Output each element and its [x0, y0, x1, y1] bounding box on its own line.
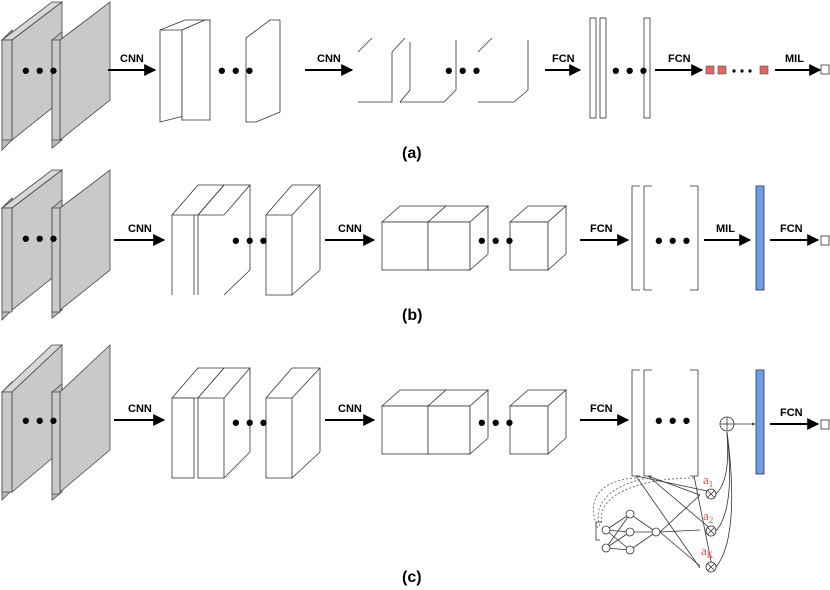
fcn-vectors-b: • • •: [631, 185, 699, 291]
feature-maps-b1: • • •: [171, 184, 321, 296]
instance-score-box: [717, 65, 727, 75]
ellipsis-b1: • • •: [232, 228, 267, 253]
attention-weight-2: a2: [703, 508, 713, 525]
ellipsis-input-a: • • •: [22, 58, 57, 83]
label-fcn-b: FCN: [590, 223, 613, 235]
label-fcn-b2: FCN: [780, 223, 803, 235]
multiplier-k: [705, 561, 717, 573]
instance-score-box: [705, 65, 715, 75]
attention-weight-k: aK: [701, 543, 714, 560]
label-cnn-c2: CNN: [338, 403, 362, 415]
caption-c: (c): [402, 569, 422, 586]
caption-a: (a): [402, 145, 422, 162]
output-box-b: [820, 235, 830, 246]
attention-weight-1: a1: [703, 472, 713, 489]
ellipsis-input-b: • • •: [22, 226, 57, 251]
ellipsis-a1: • • •: [218, 58, 253, 83]
ellipsis-b2: • • •: [478, 228, 513, 253]
label-mil-a: MIL: [785, 53, 804, 65]
output-box-c: [820, 419, 830, 430]
input-images-c: • • •: [0, 344, 111, 501]
label-fcn-a1: FCN: [552, 53, 575, 65]
feature-maps-c2: • • •: [380, 389, 568, 455]
feature-maps-b2: • • •: [380, 205, 568, 271]
caption-b: (b): [402, 307, 422, 324]
input-images-a: • • •: [0, 1, 111, 151]
ellipsis-a2: • • •: [445, 58, 480, 83]
ellipsis-b3: • • •: [655, 228, 690, 253]
fcn-vectors-a: • • •: [589, 17, 651, 119]
label-cnn-a1: CNN: [120, 53, 144, 65]
label-fcn-c2: FCN: [780, 407, 803, 419]
ellipsis-a3: • • •: [612, 58, 647, 83]
ellipsis-input-c: • • •: [22, 408, 57, 433]
row-b: • • • CNN • • • CNN • • •: [0, 169, 830, 324]
instance-score-box: [759, 65, 769, 75]
multiplier-2: [705, 525, 717, 537]
label-fcn-a2: FCN: [668, 53, 691, 65]
label-cnn-b1: CNN: [128, 223, 152, 235]
attention-module: a1 a2 aK: [593, 431, 733, 573]
instance-scores-a: [705, 65, 769, 75]
row-c: • • • CNN • • • CNN • • •: [0, 344, 830, 586]
label-cnn-a2: CNN: [317, 53, 341, 65]
bag-vector-b: [755, 185, 765, 291]
label-fcn-c: FCN: [590, 403, 613, 415]
feature-maps-a1: • • •: [159, 19, 281, 123]
label-cnn-c1: CNN: [128, 403, 152, 415]
ellipsis-c1: • • •: [232, 410, 267, 435]
ellipsis-c2: • • •: [478, 410, 513, 435]
feature-maps-c1: • • •: [171, 367, 321, 479]
row-a: • • • CNN • • • CNN • • • FCN: [0, 1, 830, 162]
input-images-b: • • •: [0, 169, 111, 321]
output-box-a: [820, 64, 830, 75]
multiplier-1: [705, 488, 717, 500]
attention-network: [595, 494, 701, 567]
feature-maps-a2: • • •: [357, 37, 529, 103]
label-cnn-b2: CNN: [338, 223, 362, 235]
bag-vector-c: [755, 369, 765, 475]
sum-node: [719, 416, 735, 432]
fcn-vectors-c: • • •: [631, 369, 699, 477]
label-mil-b: MIL: [716, 223, 735, 235]
ellipsis-c3: • • •: [655, 408, 690, 433]
